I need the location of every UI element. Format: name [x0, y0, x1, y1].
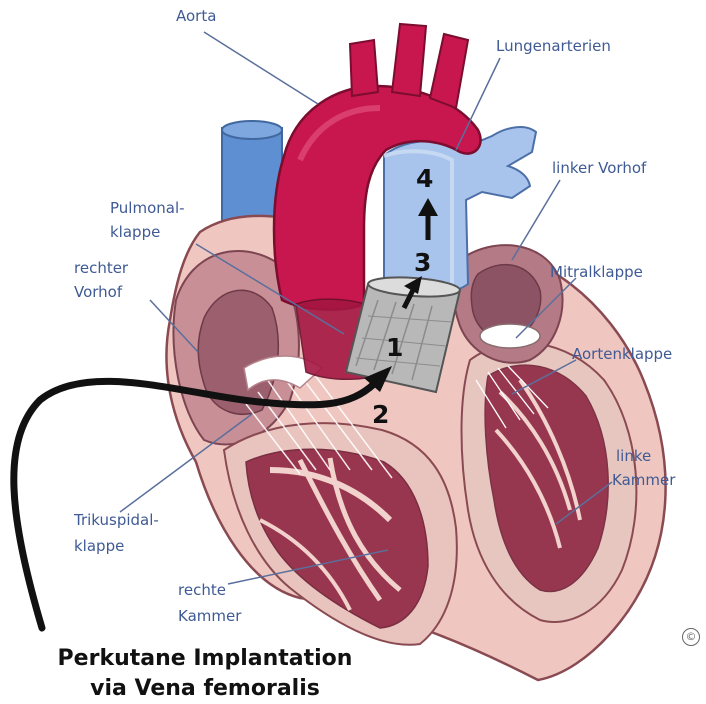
caption-line-1: Perkutane Implantation [0, 644, 410, 674]
step-1: 1 [386, 335, 403, 360]
label-linker-vorhof: linker Vorhof [552, 158, 646, 179]
label-pulmonalklappe-1: Pulmonal- [110, 198, 185, 219]
right-ventricle-cavity [246, 449, 428, 628]
label-linke-kammer-1: linke [616, 446, 651, 467]
label-trikuspidalklappe-1: Trikuspidal- [74, 510, 159, 531]
label-aortenklappe: Aortenklappe [572, 344, 672, 365]
caption-line-2: via Vena femoralis [0, 674, 410, 704]
label-aorta: Aorta [176, 6, 216, 27]
step-4: 4 [416, 166, 433, 191]
label-rechte-kammer-1: rechte [178, 580, 226, 601]
mitral-valve [480, 324, 540, 348]
copyright-mark: © [682, 628, 700, 646]
leader-aorta [204, 32, 318, 104]
step-3: 3 [414, 250, 431, 275]
aorta-branch-3 [430, 34, 468, 108]
label-pulmonalklappe-2: klappe [110, 222, 160, 243]
label-rechte-kammer-2: Kammer [178, 606, 241, 627]
step-2: 2 [372, 402, 389, 427]
aorta-branch-2 [392, 24, 426, 96]
label-linke-kammer-2: Kammer [612, 470, 675, 491]
label-trikuspidalklappe-2: klappe [74, 536, 124, 557]
label-rechter-vorhof-1: rechter [74, 258, 128, 279]
aorta-branch-1 [350, 40, 378, 96]
label-lungenarterien: Lungenarterien [496, 36, 611, 57]
label-mitralklappe: Mitralklappe [550, 262, 643, 283]
label-rechter-vorhof-2: Vorhof [74, 282, 122, 303]
vena-cava-opening [222, 121, 282, 139]
